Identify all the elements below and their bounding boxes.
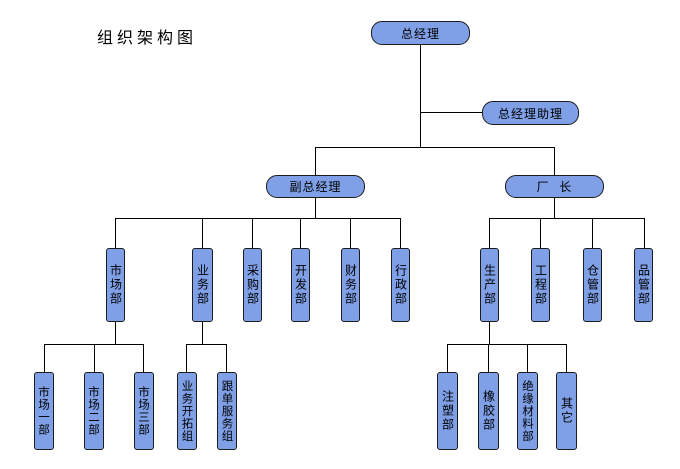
warehouse-dept-node: 仓管部 [583,248,602,322]
gm-node: 总经理 [371,21,470,45]
market-dept-node: 市场部 [106,248,125,322]
development-dept-node: 开发部 [291,248,310,322]
engineering-dept-node: 工程部 [531,248,550,322]
production-dept-node: 生产部 [480,248,499,322]
insulation-dept-node: 绝缘材料部 [517,372,538,450]
market-3-node: 市场三部 [134,372,154,450]
rubber-dept-node: 橡胶部 [478,372,499,450]
factory-director-node: 厂 长 [505,175,604,198]
biz-dev-group-node: 业务开拓组 [177,372,197,450]
page-title: 组织架构图 [97,28,198,47]
follow-service-group-node: 跟单服务组 [217,372,237,450]
gm-assistant-node: 总经理助理 [482,101,579,125]
deputy-gm-node: 副总经理 [266,175,365,198]
market-2-node: 市场二部 [84,372,104,450]
business-dept-node: 业务部 [192,248,213,322]
quality-dept-node: 品管部 [634,248,653,322]
market-1-node: 市场一部 [34,372,54,450]
admin-dept-node: 行政部 [391,248,410,322]
finance-dept-node: 财务部 [341,248,360,322]
other-dept-node: 其它 [556,372,577,450]
purchasing-dept-node: 采购部 [243,248,262,322]
injection-dept-node: 注塑部 [437,372,458,450]
